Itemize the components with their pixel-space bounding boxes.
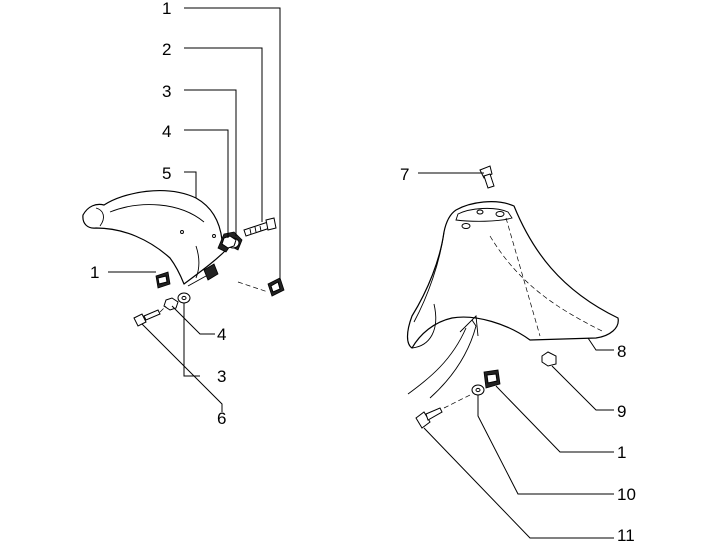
rear-mudguard-assembly xyxy=(82,7,285,412)
washer-3-lower xyxy=(177,292,191,304)
clip-nut-1-right xyxy=(483,369,501,389)
screw-11 xyxy=(415,407,443,429)
front-mudguard-assembly xyxy=(406,165,619,539)
nut-9 xyxy=(541,351,557,367)
rear-mudguard-icon xyxy=(82,190,227,285)
clip-nut-1-top-right xyxy=(267,277,285,297)
clip-nut-1-left xyxy=(155,271,171,289)
screw-7 xyxy=(479,165,495,189)
callout-1-left: 1 xyxy=(90,263,99,282)
callout-4-top: 4 xyxy=(162,122,171,141)
callout-2-top: 2 xyxy=(162,40,171,59)
callout-4-low: 4 xyxy=(217,325,226,344)
nut-4-upper xyxy=(221,235,237,249)
screw-6 xyxy=(133,309,161,327)
callout-1-top: 1 xyxy=(162,0,171,18)
callout-labels: 1 2 3 4 5 1 4 3 6 7 8 9 1 10 11 xyxy=(90,0,636,542)
callout-5-top: 5 xyxy=(162,164,171,183)
callout-3-top: 3 xyxy=(162,82,171,101)
callout-10: 10 xyxy=(617,485,636,504)
bolt-2 xyxy=(243,217,277,237)
callout-11: 11 xyxy=(617,526,635,542)
callout-3-low: 3 xyxy=(217,367,226,386)
nut-4-lower xyxy=(163,297,179,311)
callout-8: 8 xyxy=(617,342,626,361)
callout-6: 6 xyxy=(217,409,226,428)
front-mudguard-icon xyxy=(406,201,619,349)
callout-1-right: 1 xyxy=(617,443,626,462)
callout-7: 7 xyxy=(400,165,409,184)
washer-10 xyxy=(471,384,485,396)
callout-9: 9 xyxy=(617,402,626,421)
